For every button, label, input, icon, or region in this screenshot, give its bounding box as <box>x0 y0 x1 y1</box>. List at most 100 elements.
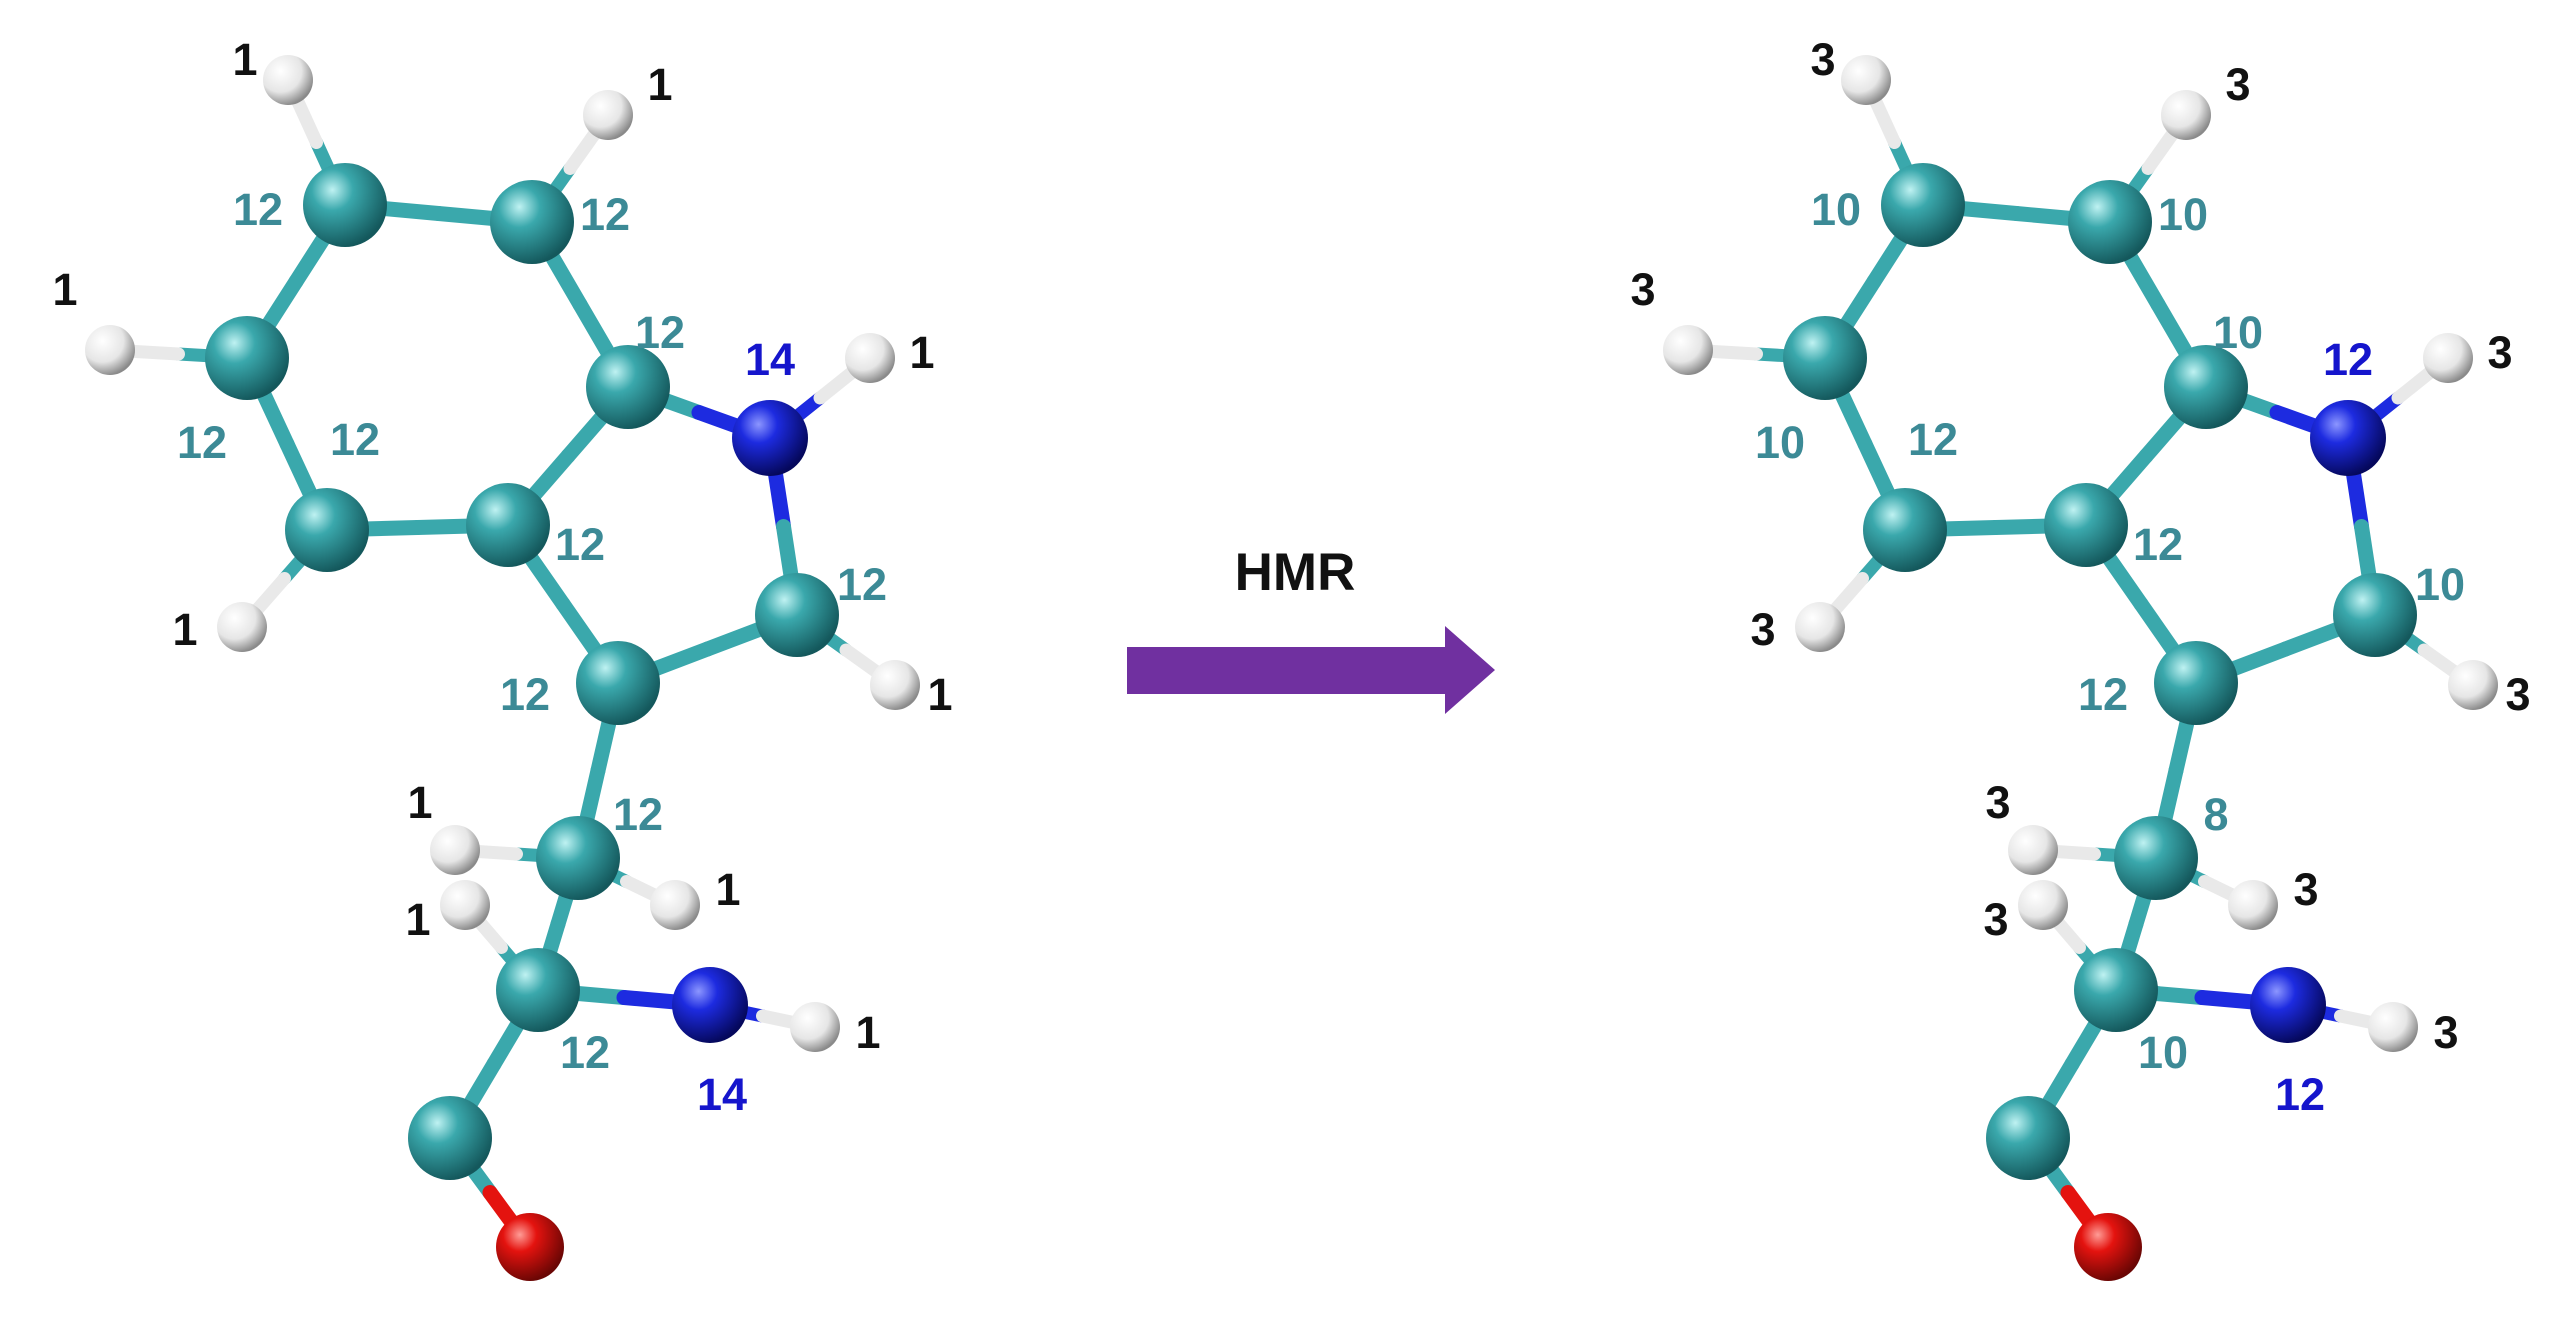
atomic-mass-label: 12 <box>580 189 630 240</box>
carbon-atom <box>755 573 839 657</box>
atomic-mass-label: 1 <box>909 327 934 378</box>
atomic-mass-label: 14 <box>697 1069 747 1120</box>
atomic-mass-label: 3 <box>1630 264 1655 315</box>
hydrogen-atom <box>1795 602 1845 652</box>
hydrogen-atom <box>2368 1002 2418 1052</box>
atomic-mass-label: 10 <box>2415 559 2465 610</box>
hydrogen-atom <box>2008 825 2058 875</box>
carbon-atom <box>2114 816 2198 900</box>
atomic-mass-label: 1 <box>715 864 740 915</box>
atomic-mass-label: 3 <box>1983 894 2008 945</box>
atomic-mass-label: 3 <box>1985 777 2010 828</box>
carbon-atom <box>303 163 387 247</box>
nitrogen-atom <box>2250 967 2326 1043</box>
hydrogen-atom <box>440 880 490 930</box>
transformation-arrow: HMR <box>1127 543 1495 714</box>
hydrogen-atom <box>845 333 895 383</box>
carbon-atom <box>586 345 670 429</box>
carbon-atom <box>466 483 550 567</box>
hydrogen-atom <box>2448 660 2498 710</box>
atomic-mass-label: 3 <box>2433 1007 2458 1058</box>
nitrogen-atom <box>732 400 808 476</box>
atomic-mass-label: 1 <box>405 894 430 945</box>
carbon-atom <box>2068 180 2152 264</box>
carbon-atom <box>2074 948 2158 1032</box>
carbon-atom <box>285 488 369 572</box>
nitrogen-atom <box>672 967 748 1043</box>
atomic-mass-label: 10 <box>2138 1027 2188 1078</box>
atomic-mass-label: 10 <box>2158 189 2208 240</box>
atomic-mass-label: 14 <box>745 334 795 385</box>
hydrogen-atom <box>1663 325 1713 375</box>
atomic-mass-label: 3 <box>1810 34 1835 85</box>
atomic-mass-label: 3 <box>2505 669 2530 720</box>
atomic-mass-label: 3 <box>2225 59 2250 110</box>
atomic-mass-label: 12 <box>1908 414 1958 465</box>
hydrogen-atom <box>870 660 920 710</box>
atomic-mass-label: 12 <box>330 414 380 465</box>
atomic-mass-label: 12 <box>613 789 663 840</box>
carbon-atom <box>205 316 289 400</box>
atomic-mass-label: 12 <box>177 417 227 468</box>
oxygen-atom <box>496 1213 564 1281</box>
carbon-atom <box>2164 345 2248 429</box>
hydrogen-atom <box>2018 880 2068 930</box>
atom-labels: 1 1 1 1 1 1 1 1 1 1 12 12 12 12 12 12 12 12 12 12 14 14 <box>52 34 952 1120</box>
bonds <box>1681 73 2480 1255</box>
atoms <box>85 55 920 1281</box>
carbon-atom <box>1881 163 1965 247</box>
bonds <box>103 73 902 1255</box>
carbon-atom <box>490 180 574 264</box>
hydrogen-atom <box>1841 55 1891 105</box>
hydrogen-atom <box>430 825 480 875</box>
carbon-atom <box>496 948 580 1032</box>
atomic-mass-label: 12 <box>635 307 685 358</box>
atomic-mass-label: 1 <box>172 604 197 655</box>
hydrogen-atom <box>85 325 135 375</box>
atomic-mass-label: 3 <box>2293 864 2318 915</box>
hydrogen-atom <box>263 55 313 105</box>
oxygen-atom <box>2074 1213 2142 1281</box>
molecule-before: 1 1 1 1 1 1 1 1 1 1 12 12 12 12 12 12 12 12 12 12 14 14 <box>52 34 953 1281</box>
carbon-atom <box>576 641 660 725</box>
atomic-mass-label: 12 <box>2078 669 2128 720</box>
atomic-mass-label: 12 <box>2275 1069 2325 1120</box>
atomic-mass-label: 1 <box>927 669 952 720</box>
atomic-mass-label: 1 <box>855 1007 880 1058</box>
atomic-mass-label: 3 <box>2487 327 2512 378</box>
carbon-atom <box>2154 641 2238 725</box>
atomic-mass-label: 12 <box>555 519 605 570</box>
arrow-label: HMR <box>1235 543 1356 602</box>
hydrogen-atom <box>2161 90 2211 140</box>
atomic-mass-label: 12 <box>233 184 283 235</box>
atoms <box>1663 55 2498 1281</box>
hydrogen-atom <box>2423 333 2473 383</box>
atomic-mass-label: 12 <box>2323 334 2373 385</box>
atomic-mass-label: 12 <box>500 669 550 720</box>
atomic-mass-label: 10 <box>1755 417 1805 468</box>
carbon-atom <box>1863 488 1947 572</box>
atomic-mass-label: 10 <box>1811 184 1861 235</box>
carbon-atom <box>408 1096 492 1180</box>
hydrogen-atom <box>790 1002 840 1052</box>
hydrogen-atom <box>650 880 700 930</box>
atomic-mass-label: 12 <box>560 1027 610 1078</box>
atomic-mass-label: 10 <box>2213 307 2263 358</box>
hydrogen-atom <box>583 90 633 140</box>
carbon-atom <box>1783 316 1867 400</box>
atomic-mass-label: 3 <box>1750 604 1775 655</box>
carbon-atom <box>2044 483 2128 567</box>
atomic-mass-label: 1 <box>232 34 257 85</box>
atomic-mass-label: 1 <box>647 59 672 110</box>
atomic-mass-label: 1 <box>407 777 432 828</box>
hydrogen-atom <box>217 602 267 652</box>
hydrogen-atom <box>2228 880 2278 930</box>
atomic-mass-label: 12 <box>2133 519 2183 570</box>
carbon-atom <box>2333 573 2417 657</box>
arrow-right-icon <box>1127 626 1495 714</box>
atomic-mass-label: 12 <box>837 559 887 610</box>
atomic-mass-label: 1 <box>52 264 77 315</box>
